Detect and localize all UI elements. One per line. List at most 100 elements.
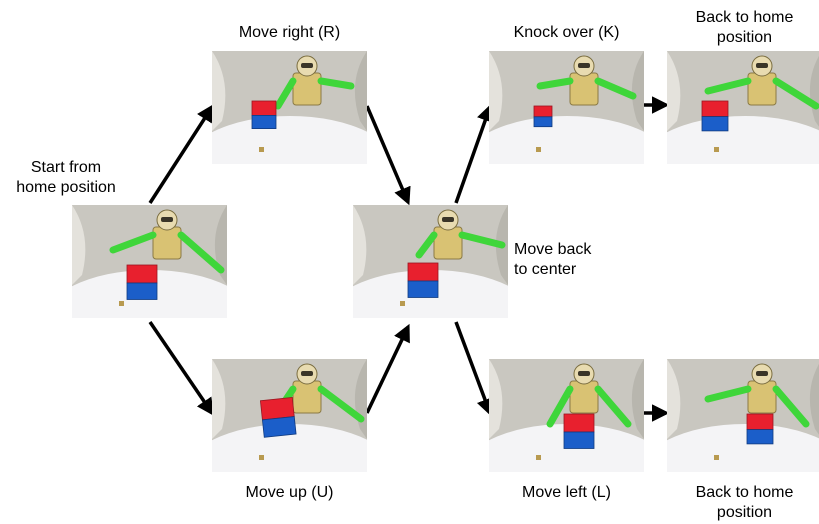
robot-right-arm <box>594 77 637 100</box>
robot-right-arm <box>594 385 632 428</box>
label-move-right: Move right (R) <box>238 24 341 41</box>
curtain-fold <box>667 359 681 439</box>
robot-right-arm <box>317 77 355 90</box>
table-marker <box>259 147 264 152</box>
table <box>489 116 644 164</box>
table-marker <box>714 147 719 152</box>
block-red <box>259 396 295 421</box>
curtain-fold <box>354 51 367 131</box>
robot-torso <box>569 72 599 106</box>
robot-torso <box>292 72 322 106</box>
block-blue <box>261 416 297 438</box>
block-blue <box>126 282 158 300</box>
arrow-start-to-up <box>148 321 214 416</box>
table-marker <box>259 455 264 460</box>
block-blue <box>533 116 553 128</box>
table <box>212 116 367 164</box>
block-red <box>126 264 158 284</box>
block-blue <box>407 280 439 298</box>
arrow-up-to-center <box>365 323 410 414</box>
table-marker <box>714 455 719 460</box>
robot-torso <box>569 380 599 414</box>
scene-illustration <box>667 359 819 472</box>
robot-left-arm <box>274 77 297 110</box>
block-red <box>746 413 774 431</box>
block-red <box>563 413 595 433</box>
robot-right-arm <box>772 77 819 110</box>
curtain-fold <box>72 205 86 285</box>
arrow-center-to-left <box>454 321 494 417</box>
curtain-fold <box>489 51 503 131</box>
block <box>407 262 439 298</box>
robot-visor <box>578 371 590 376</box>
photo-move-right <box>212 51 367 164</box>
label-back-home-bottom: Back to home position <box>695 484 794 521</box>
block-red <box>407 262 439 282</box>
scene-illustration <box>667 51 819 164</box>
robot-torso <box>747 380 777 414</box>
robot-visor <box>301 63 313 68</box>
block-blue <box>701 116 729 132</box>
block <box>533 105 553 128</box>
robot-right-arm <box>177 231 225 274</box>
block-red <box>251 100 277 116</box>
scene-illustration <box>353 205 508 318</box>
arrow-right-to-center <box>365 105 411 206</box>
label-move-up: Move up (U) <box>245 484 334 501</box>
robot-left-arm <box>415 231 438 259</box>
robot-torso <box>433 226 463 260</box>
block <box>259 396 297 438</box>
robot-visor <box>756 371 768 376</box>
robot-visor <box>442 217 454 222</box>
curtain-fold <box>212 359 226 439</box>
table-marker <box>119 301 124 306</box>
scene-illustration <box>489 51 644 164</box>
block-blue <box>251 115 277 130</box>
photo-home-bottom <box>667 359 819 472</box>
scene-illustration <box>212 51 367 164</box>
robot-left-arm <box>109 231 157 254</box>
photo-move-left <box>489 359 644 472</box>
scene-illustration <box>72 205 227 318</box>
table-marker <box>536 455 541 460</box>
block <box>251 100 277 130</box>
label-move-back: Move back to center <box>514 241 592 278</box>
photo-center <box>353 205 508 318</box>
arrow-center-to-knock <box>454 103 494 204</box>
table-marker <box>536 147 541 152</box>
block <box>701 100 729 132</box>
curtain-fold <box>631 359 644 439</box>
block <box>563 413 595 449</box>
block-red <box>701 100 729 118</box>
photo-knock-over <box>489 51 644 164</box>
robot-left-arm <box>536 77 574 90</box>
robot-right-arm <box>772 385 810 428</box>
robot-left-arm <box>704 77 752 95</box>
curtain-fold <box>667 51 681 131</box>
block-red <box>533 105 553 118</box>
robot-torso <box>152 226 182 260</box>
label-knock-over: Knock over (K) <box>513 24 620 41</box>
block-blue <box>563 431 595 449</box>
robot-torso <box>747 72 777 106</box>
table <box>212 424 367 472</box>
scene-illustration <box>489 359 644 472</box>
curtain-fold <box>489 359 503 439</box>
photo-start <box>72 205 227 318</box>
robot-right-arm <box>317 385 365 423</box>
arrow-start-to-right <box>148 104 214 204</box>
curtain-fold <box>353 205 367 285</box>
photo-move-up <box>212 359 367 472</box>
label-move-left: Move left (L) <box>522 484 611 501</box>
curtain-fold <box>631 51 644 131</box>
robot-right-arm <box>458 231 506 249</box>
table <box>667 424 819 472</box>
robot-torso <box>292 380 322 414</box>
robot-visor <box>161 217 173 222</box>
robot-visor <box>578 63 590 68</box>
label-start: Start from home position <box>16 159 116 196</box>
curtain-fold <box>809 364 819 435</box>
scene-illustration <box>212 359 367 472</box>
